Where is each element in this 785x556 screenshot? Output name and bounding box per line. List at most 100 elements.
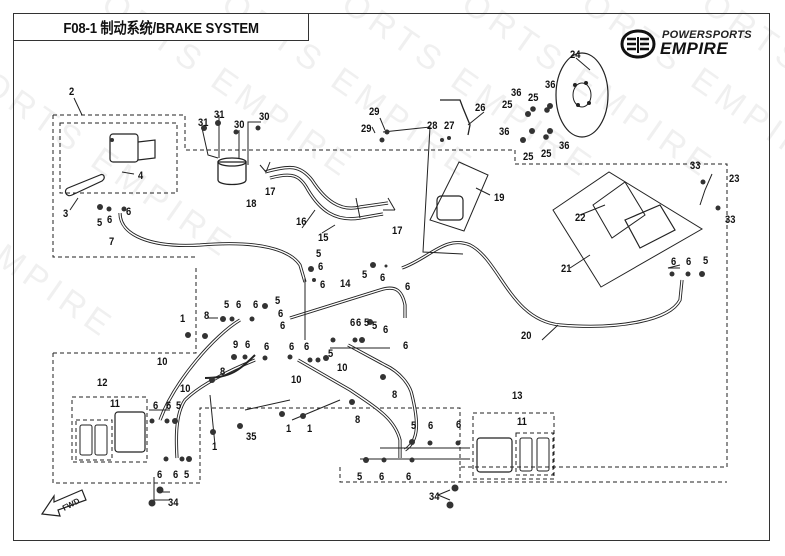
brake-disc-24 <box>555 52 609 138</box>
callout-5: 5 <box>316 248 322 260</box>
pad-11b-1 <box>519 437 533 472</box>
washer-36 <box>547 103 553 109</box>
caliper-21-outline <box>552 171 703 288</box>
callout-5: 5 <box>372 320 378 332</box>
brake-line-9 <box>204 354 256 379</box>
rear-left-box <box>52 266 461 484</box>
callout-6: 6 <box>686 256 692 268</box>
callout-10: 10 <box>180 383 191 395</box>
washer-6 <box>229 316 235 322</box>
callout-5: 5 <box>275 295 281 307</box>
washer-36 <box>547 128 553 134</box>
bolt-30 <box>255 125 261 131</box>
callout-30: 30 <box>234 119 245 131</box>
washer-6 <box>307 357 313 363</box>
callout-13: 13 <box>512 390 523 402</box>
logo-line-1: POWERSPORTS <box>662 29 752 41</box>
bolt-30 <box>233 129 239 135</box>
bolt-25 <box>543 134 549 140</box>
callout-6: 6 <box>166 400 172 412</box>
callout-36: 36 <box>545 79 556 91</box>
callout-6: 6 <box>264 341 270 353</box>
callout-30: 30 <box>259 111 270 123</box>
washer-6 <box>455 440 461 446</box>
callout-11: 11 <box>517 416 527 428</box>
clamp-8 <box>202 333 208 339</box>
reservoir-18 <box>217 161 247 186</box>
washer-6 <box>427 440 433 446</box>
callout-35: 35 <box>246 431 257 443</box>
group-2-box <box>53 114 728 468</box>
clamp-8 <box>380 374 386 380</box>
callout-3: 3 <box>63 208 69 220</box>
brake-lever-3 <box>64 173 105 197</box>
rear-right-box <box>339 467 727 483</box>
callout-6: 6 <box>356 317 362 329</box>
callout-17: 17 <box>392 225 403 237</box>
bolt-1 <box>185 332 191 338</box>
bolt-25 <box>520 137 526 143</box>
callout-6: 6 <box>350 317 356 329</box>
screw <box>110 138 114 142</box>
callout-29: 29 <box>369 106 380 118</box>
callout-6: 6 <box>403 340 409 352</box>
callout-6: 6 <box>318 261 324 273</box>
washer-6 <box>315 357 321 363</box>
bolt-34 <box>156 486 164 494</box>
washer-6 <box>409 457 415 463</box>
bolt-5 <box>363 457 369 463</box>
callout-6: 6 <box>383 324 389 336</box>
pads-11a-box <box>75 419 113 461</box>
caliper-12-body <box>114 411 146 453</box>
callout-6: 6 <box>405 281 411 293</box>
callout-2: 2 <box>69 86 75 98</box>
callout-1: 1 <box>307 423 313 435</box>
callout-6: 6 <box>278 308 284 320</box>
bolt-34 <box>451 484 459 492</box>
washer-6 <box>381 457 387 463</box>
bolt-5 <box>172 418 178 424</box>
caliper-21-body <box>624 204 676 249</box>
bolt-5 <box>359 337 365 343</box>
callout-31: 31 <box>198 117 209 129</box>
bolt-25 <box>525 111 531 117</box>
callout-21: 21 <box>561 263 572 275</box>
fasteners <box>97 103 721 509</box>
bolt-5 <box>367 319 373 325</box>
bolt-1 <box>300 413 306 419</box>
callout-14: 14 <box>340 278 351 290</box>
callout-8: 8 <box>355 414 361 426</box>
callout-26: 26 <box>475 102 486 114</box>
washer-27 <box>447 136 451 140</box>
logo-line-2: EMPIRE <box>660 39 729 58</box>
callout-33: 33 <box>725 214 736 226</box>
callout-5: 5 <box>97 217 103 229</box>
pads-22-outline <box>592 181 646 239</box>
callout-1: 1 <box>180 313 186 325</box>
callout-1: 1 <box>286 423 292 435</box>
caliper-13-body <box>476 437 513 473</box>
callout-8: 8 <box>220 366 226 378</box>
forward-direction-arrow-icon <box>40 489 87 517</box>
bolt-5 <box>308 266 314 272</box>
callout-6: 6 <box>126 206 132 218</box>
callout-25: 25 <box>541 148 552 160</box>
pads-11b-box <box>515 432 554 476</box>
bolt-5 <box>186 456 192 462</box>
hose-15-16 <box>264 165 389 210</box>
washer-6 <box>330 337 336 343</box>
callout-6: 6 <box>236 299 242 311</box>
caliper-12-box <box>71 396 148 463</box>
callout-25: 25 <box>528 92 539 104</box>
clamp-8 <box>349 399 355 405</box>
callout-10: 10 <box>157 356 168 368</box>
callout-6: 6 <box>153 400 159 412</box>
callout-7: 7 <box>109 236 115 248</box>
washer-36 <box>529 128 535 134</box>
callout-29: 29 <box>361 123 372 135</box>
callout-1: 1 <box>212 441 218 453</box>
callout-34: 34 <box>429 491 440 503</box>
callout-10: 10 <box>291 374 302 386</box>
washer-6 <box>164 418 170 424</box>
callout-6: 6 <box>107 214 113 226</box>
